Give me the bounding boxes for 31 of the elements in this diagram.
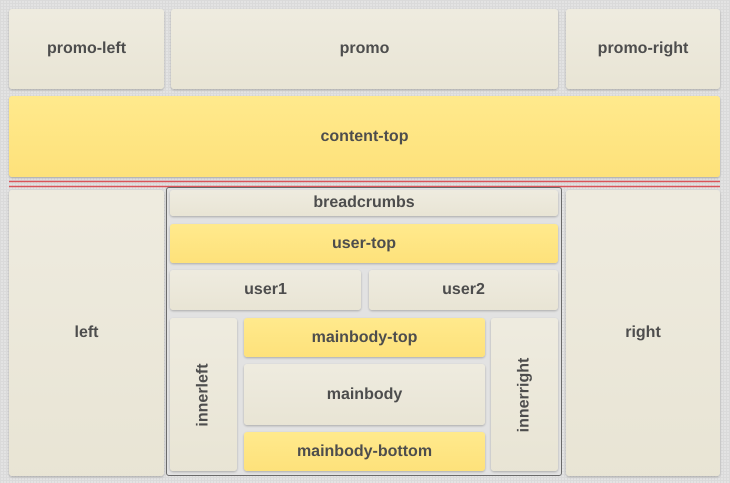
module-label: promo-right xyxy=(598,40,688,58)
module-box xyxy=(9,190,164,476)
module-box xyxy=(566,9,720,89)
module-box xyxy=(170,318,237,471)
container-frame xyxy=(166,187,562,476)
module-label: user2 xyxy=(442,281,485,299)
module-box xyxy=(244,364,485,425)
module-label: mainbody-bottom xyxy=(296,442,432,460)
module-label: promo xyxy=(340,40,390,58)
module-label: innerright xyxy=(516,357,534,432)
module-label: mainbody-top xyxy=(312,328,418,346)
module-label: right xyxy=(625,324,661,342)
highlighted-module-box xyxy=(9,96,720,177)
module-label: promo-left xyxy=(46,40,126,58)
highlighted-module-box xyxy=(170,224,558,263)
module-label: mainbody xyxy=(326,386,402,404)
module-box xyxy=(566,190,720,476)
module-box xyxy=(491,318,558,471)
module-box xyxy=(9,9,164,89)
module-label: innerleft xyxy=(194,362,212,426)
highlighted-module-box xyxy=(244,432,485,471)
module-box xyxy=(170,270,361,310)
module-label: breadcrumbs xyxy=(313,194,415,212)
module-box xyxy=(369,270,558,310)
module-label: left xyxy=(74,324,98,342)
module-box xyxy=(171,9,558,89)
module-label: content-top xyxy=(320,128,408,146)
module-label: user1 xyxy=(244,281,287,299)
module-box xyxy=(170,190,558,216)
module-label: user-top xyxy=(332,234,396,252)
highlighted-module-box xyxy=(244,318,485,357)
